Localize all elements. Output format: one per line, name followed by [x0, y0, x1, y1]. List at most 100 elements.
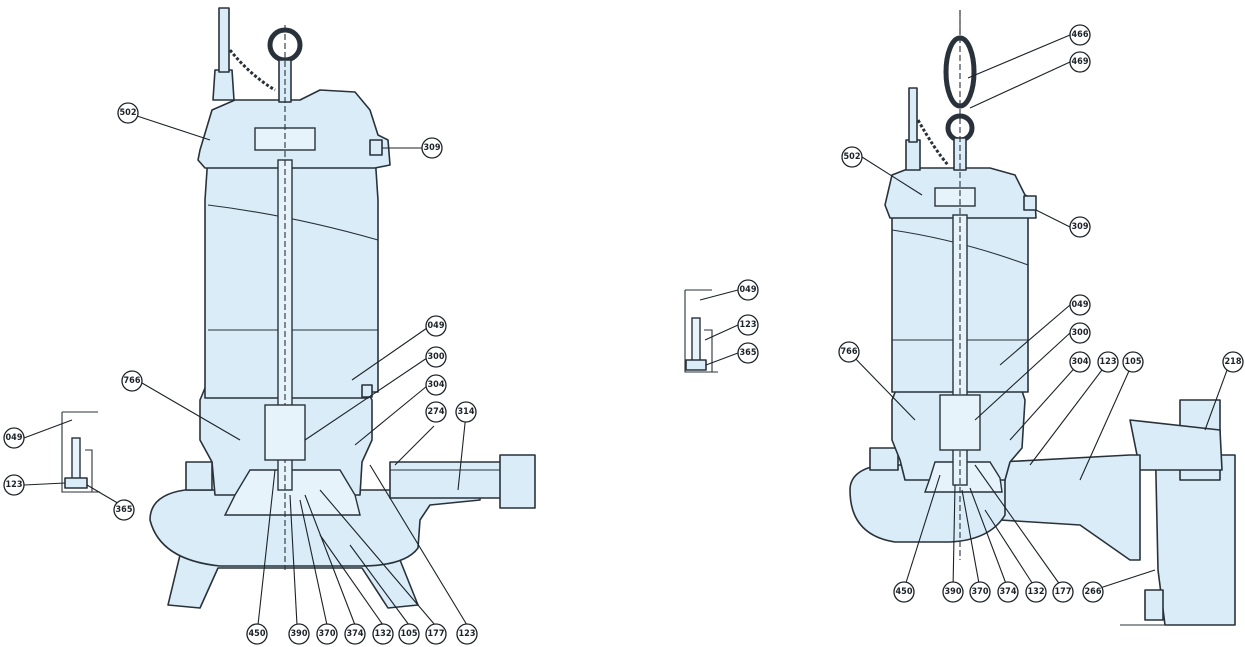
callout-label: 766 — [841, 347, 858, 357]
right-pump-flange-left — [869, 447, 899, 471]
callout-right-309: 309 — [1069, 216, 1091, 238]
callout-label: 365 — [740, 348, 757, 358]
middle-inset-nut — [685, 359, 707, 371]
callout-left-304: 304 — [425, 374, 447, 396]
callout-label: 132 — [375, 629, 392, 639]
right-pump-drawing — [849, 10, 1236, 626]
callout-label: 123 — [459, 629, 476, 639]
left-pump-drawing — [149, 7, 536, 609]
leader-lines — [23, 34, 1231, 626]
callout-right-177: 177 — [1052, 581, 1074, 603]
callout-right-304: 304 — [1069, 351, 1091, 373]
callout-label: 466 — [1072, 30, 1089, 40]
callout-label: 266 — [1085, 587, 1102, 597]
callout-left-177: 177 — [425, 623, 447, 645]
callout-label: 374 — [1000, 587, 1017, 597]
callout-label: 309 — [1072, 222, 1089, 232]
callout-label: 304 — [1072, 357, 1089, 367]
callout-right-300: 300 — [1069, 322, 1091, 344]
callout-right-374: 374 — [997, 581, 1019, 603]
callout-label: 049 — [740, 285, 757, 295]
callout-right-466: 466 — [1069, 24, 1091, 46]
callout-left-inset-049: 049 — [3, 427, 25, 449]
callout-right-266: 266 — [1082, 581, 1104, 603]
callout-left-274: 274 — [425, 401, 447, 423]
callout-label: 049 — [428, 321, 445, 331]
left-pump-cable — [218, 7, 230, 73]
callout-right-123: 123 — [1097, 351, 1119, 373]
left-inset-drawing — [61, 411, 100, 493]
callout-left-132: 132 — [372, 623, 394, 645]
callout-left-450: 450 — [246, 623, 268, 645]
left-pump-bolt-304 — [361, 384, 373, 398]
callout-left-309: 309 — [421, 137, 443, 159]
callout-left-049: 049 — [425, 315, 447, 337]
callout-label: 177 — [428, 629, 445, 639]
callout-label: 300 — [1072, 328, 1089, 338]
callout-label: 123 — [1100, 357, 1117, 367]
callout-left-105: 105 — [398, 623, 420, 645]
callout-label: 450 — [249, 629, 266, 639]
callout-label: 766 — [124, 376, 141, 386]
callout-label: 049 — [6, 433, 23, 443]
callout-label: 049 — [1072, 300, 1089, 310]
callout-right-218: 218 — [1222, 351, 1244, 373]
callout-left-374: 374 — [344, 623, 366, 645]
callout-right-370: 370 — [969, 581, 991, 603]
callout-label: 502 — [844, 152, 861, 162]
middle-inset-bolt — [691, 317, 701, 367]
callout-left-502: 502 — [117, 102, 139, 124]
callout-label: 274 — [428, 407, 445, 417]
callout-left-370: 370 — [316, 623, 338, 645]
callout-label: 105 — [401, 629, 418, 639]
right-pump-cable-entry — [905, 139, 921, 171]
callout-label: 370 — [319, 629, 336, 639]
left-pump-mechanical-seal — [264, 404, 306, 461]
callout-right-450: 450 — [893, 581, 915, 603]
callout-left-inset-365: 365 — [113, 499, 135, 521]
callout-left-314: 314 — [455, 401, 477, 423]
callout-right-766: 766 — [838, 341, 860, 363]
callout-label: 502 — [120, 108, 137, 118]
right-pump-mechanical-seal — [939, 394, 981, 451]
left-inset-nut — [64, 477, 88, 489]
callout-label: 132 — [1028, 587, 1045, 597]
callout-left-300: 300 — [425, 346, 447, 368]
callout-left-390: 390 — [288, 623, 310, 645]
right-pump-terminal-box — [934, 187, 976, 207]
callout-label: 123 — [740, 320, 757, 330]
callout-left-inset-123: 123 — [3, 474, 25, 496]
callout-label: 123 — [6, 480, 23, 490]
callout-right-390: 390 — [942, 581, 964, 603]
right-pump-discharge-taper — [999, 454, 1141, 561]
left-pump-bolt-309 — [369, 139, 383, 156]
left-pump-cable-entry — [212, 69, 235, 101]
callout-label: 309 — [424, 143, 441, 153]
callout-label: 390 — [945, 587, 962, 597]
callout-label: 450 — [896, 587, 913, 597]
callout-label: 218 — [1225, 357, 1242, 367]
callout-label: 469 — [1072, 57, 1089, 67]
callout-right-105: 105 — [1122, 351, 1144, 373]
callout-label: 177 — [1055, 587, 1072, 597]
left-pump-discharge-pipe — [389, 461, 511, 499]
right-pump-cable — [908, 87, 918, 143]
middle-inset-drawing — [684, 289, 718, 373]
callout-right-469: 469 — [1069, 51, 1091, 73]
callout-left-123: 123 — [456, 623, 478, 645]
callout-mid-inset-365: 365 — [737, 342, 759, 364]
callout-label: 370 — [972, 587, 989, 597]
left-pump-discharge-flange — [499, 454, 536, 509]
callout-left-766: 766 — [121, 370, 143, 392]
callout-label: 105 — [1125, 357, 1142, 367]
callout-mid-inset-123: 123 — [737, 314, 759, 336]
callout-label: 314 — [458, 407, 475, 417]
callout-label: 390 — [291, 629, 308, 639]
callout-label: 300 — [428, 352, 445, 362]
callout-right-502: 502 — [841, 146, 863, 168]
callout-label: 365 — [116, 505, 133, 515]
left-pump-impeller — [223, 469, 361, 516]
left-pump-chain — [228, 49, 276, 92]
right-pump-anchor-bolt — [1144, 589, 1164, 621]
